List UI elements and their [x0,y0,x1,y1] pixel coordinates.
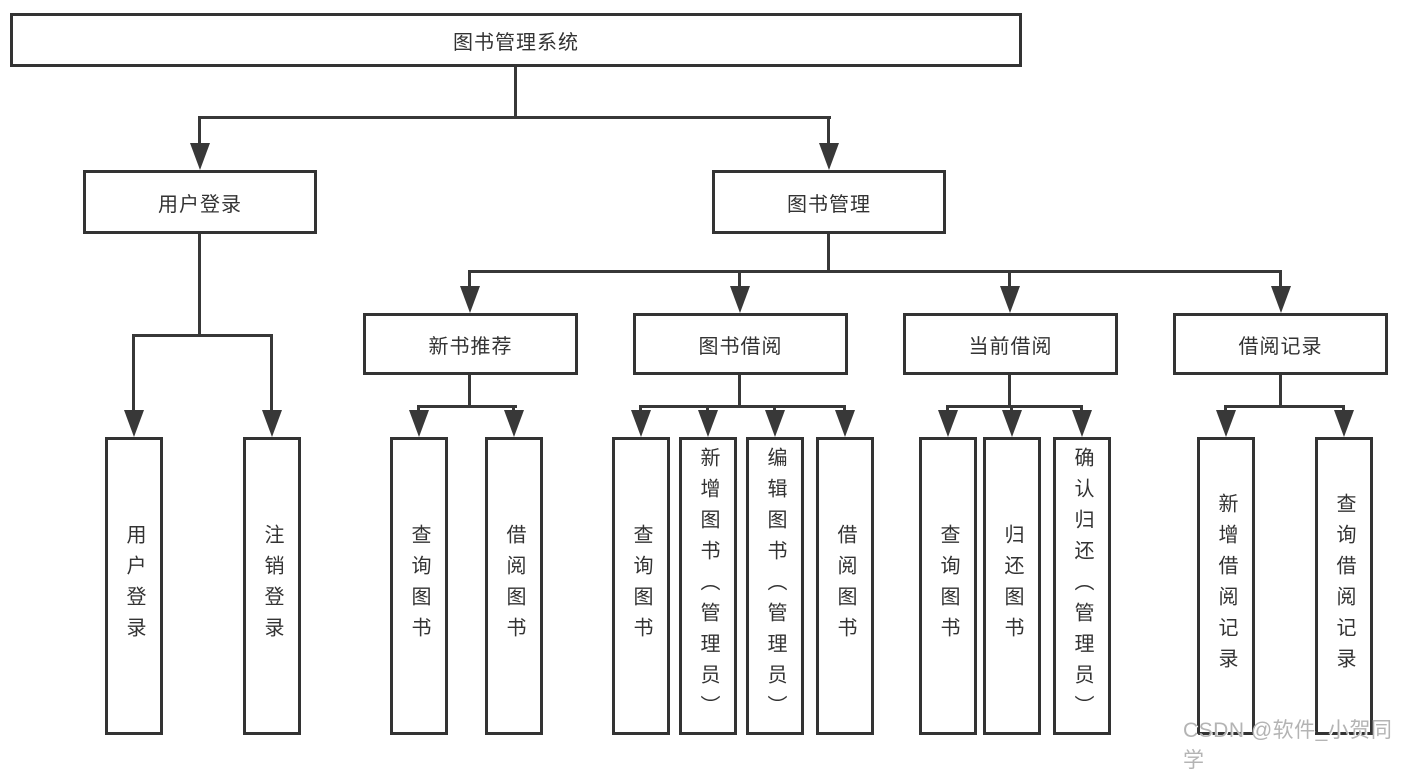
connector-stub [946,405,949,414]
org-chart: 图书管理系统 用户登录 图书管理 新书推荐 图书借阅 当前借阅 借阅记录 用户登… [10,13,1392,772]
leaf-label: 确认归还（管理员） [1071,446,1093,726]
connector-stub-leaf-logout [270,334,273,413]
arrow-down-icon [409,410,429,437]
arrow-down-icon [631,410,651,437]
leaf-logout: 注销登录 [243,437,301,735]
leaf-label: 查询图书 [630,524,652,648]
leaf-label: 借阅图书 [503,524,525,648]
connector-stub-new-books [468,270,471,288]
arrow-down-icon [835,410,855,437]
connector-stub [1010,405,1013,414]
arrow-down-icon [698,410,718,437]
arrow-down-icon [1271,286,1291,313]
connector-user-login-trunk [198,234,201,336]
leaf-user-login: 用户登录 [105,437,163,735]
arrow-down-icon [262,410,282,437]
node-label: 当前借阅 [968,335,1053,358]
node-label: 借阅记录 [1238,335,1323,358]
leaf-borrow-books: 借阅图书 [816,437,874,735]
connector-stub [639,405,642,414]
leaf-label: 归还图书 [1001,524,1023,648]
connector-stub [1080,405,1083,414]
leaf-query-books-current: 查询图书 [919,437,977,735]
connector-level1-rail [199,116,831,119]
connector-borrow-records-rail [1224,405,1345,408]
connector-new-books-rail [417,405,517,408]
leaf-label: 查询借阅记录 [1333,493,1355,679]
arrow-down-icon [730,286,750,313]
leaf-add-books-admin: 新增图书（管理员） [679,437,737,735]
leaf-label: 借阅图书 [834,524,856,648]
leaf-label: 新增借阅记录 [1215,493,1237,679]
connector-stub-book-management [827,116,830,146]
arrow-down-icon [1216,410,1236,437]
connector-book-borrow-trunk [738,374,741,407]
node-borrow-records: 借阅记录 [1173,313,1388,375]
connector-stub [773,405,776,414]
leaf-query-books-recommend: 查询图书 [390,437,448,735]
leaf-query-books-borrow: 查询图书 [612,437,670,735]
connector-stub [512,405,515,414]
node-book-borrow: 图书借阅 [633,313,848,375]
node-library-management-system: 图书管理系统 [10,13,1022,67]
connector-stub [1342,405,1345,414]
connector-user-login-rail [132,334,273,337]
leaf-label: 注销登录 [261,524,283,648]
leaf-confirm-return-admin: 确认归还（管理员） [1053,437,1111,735]
leaf-query-borrow-record: 查询借阅记录 [1315,437,1373,735]
arrow-down-icon [1000,286,1020,313]
node-label: 图书管理系统 [453,31,579,54]
arrow-down-icon [1002,410,1022,437]
arrow-down-icon [124,410,144,437]
node-user-login: 用户登录 [83,170,317,234]
arrow-down-icon [504,410,524,437]
leaf-label: 查询图书 [937,524,959,648]
node-label: 图书管理 [787,193,871,216]
leaf-add-borrow-record: 新增借阅记录 [1197,437,1255,735]
leaf-label: 查询图书 [408,524,430,648]
connector-stub-borrow-records [1279,270,1282,288]
connector-book-management-trunk [827,234,830,272]
connector-current-borrow-trunk [1008,374,1011,407]
connector-current-borrow-rail [946,405,1083,408]
node-label: 新书推荐 [428,335,513,358]
connector-root-trunk [514,66,517,118]
connector-new-books-trunk [468,374,471,407]
leaf-label: 用户登录 [123,524,145,648]
arrow-down-icon [765,410,785,437]
leaf-return-books: 归还图书 [983,437,1041,735]
connector-stub-current-borrow [1008,270,1011,288]
arrow-down-icon [190,143,210,170]
leaf-borrow-books-recommend: 借阅图书 [485,437,543,735]
node-new-book-recommend: 新书推荐 [363,313,578,375]
node-current-borrow: 当前借阅 [903,313,1118,375]
arrow-down-icon [938,410,958,437]
connector-stub [843,405,846,414]
leaf-label: 新增图书（管理员） [697,446,719,726]
node-label: 用户登录 [158,193,242,216]
connector-stub-user-login [198,116,201,146]
connector-stub-book-borrow [738,270,741,288]
connector-stub [706,405,709,414]
connector-borrow-records-trunk [1279,374,1282,407]
leaf-edit-books-admin: 编辑图书（管理员） [746,437,804,735]
node-book-management: 图书管理 [712,170,946,234]
connector-stub [417,405,420,414]
csdn-watermark: CSDN @软件_小贺同学 [1183,719,1393,772]
connector-stub-leaf-login [132,334,135,413]
arrow-down-icon [1072,410,1092,437]
arrow-down-icon [1334,410,1354,437]
connector-level2-rail [468,270,1281,273]
connector-stub [1224,405,1227,414]
arrow-down-icon [460,286,480,313]
leaf-label: 编辑图书（管理员） [764,446,786,726]
arrow-down-icon [819,143,839,170]
connector-book-borrow-rail [639,405,846,408]
node-label: 图书借阅 [698,335,783,358]
